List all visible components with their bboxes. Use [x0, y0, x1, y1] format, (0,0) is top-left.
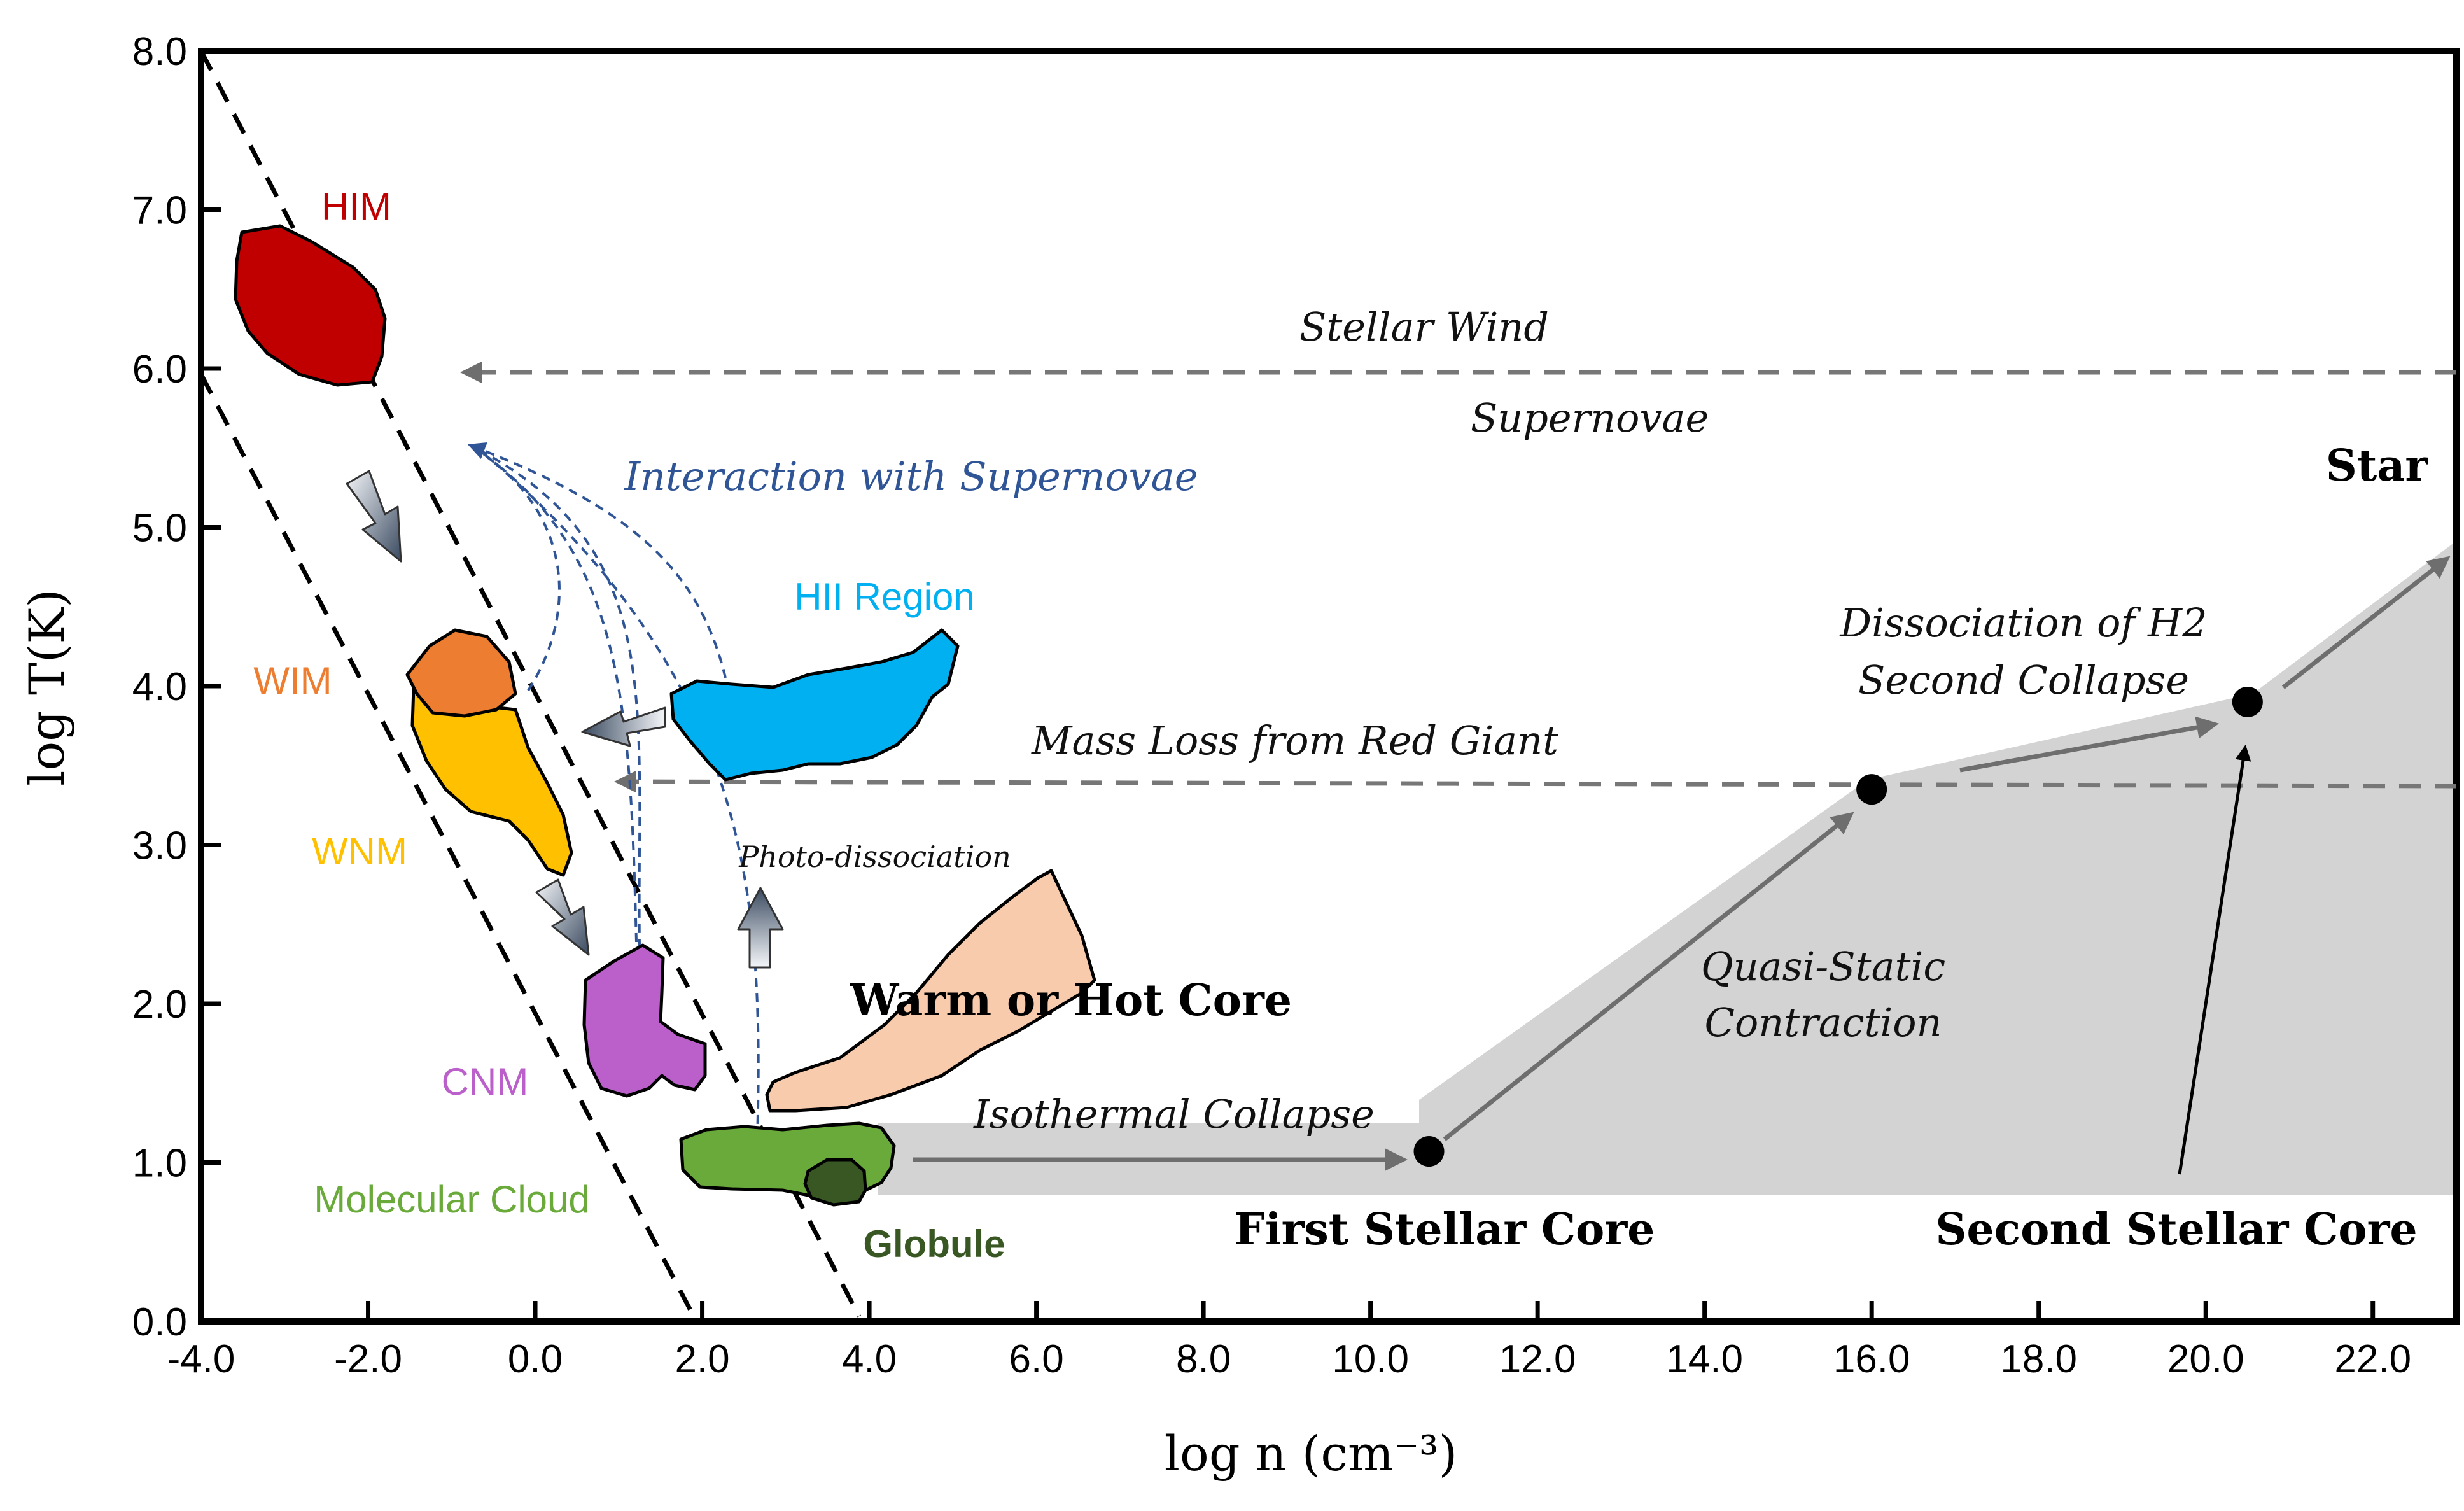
y-tick-label: 7.0 [132, 189, 187, 233]
region-warm-hot-core [765, 869, 1096, 1113]
label-warm-hot-core: Warm or Hot Core [850, 975, 1292, 1026]
region-cnm [582, 943, 707, 1098]
arrow-hii-to-wim [581, 706, 666, 747]
y-tick-label: 3.0 [132, 824, 187, 868]
arrow-quasi-static [1443, 812, 1854, 1141]
supernova-interaction-curves [467, 442, 760, 1140]
y-axis-title: log T(K) [18, 589, 75, 786]
arrow-wnm-to-cnm [535, 878, 590, 956]
evolution-arrows [913, 556, 2451, 1171]
x-tick-label: 8.0 [1176, 1337, 1231, 1381]
x-tick-label: -2.0 [334, 1337, 402, 1381]
arrow-second-core [2178, 745, 2251, 1175]
y-tick-label: 5.0 [132, 507, 187, 551]
x-tick-label: 16.0 [1833, 1337, 1910, 1381]
y-tick-label: 0.0 [132, 1300, 187, 1344]
arrow-to-star [2281, 556, 2451, 689]
x-tick-label: 20.0 [2167, 1337, 2244, 1381]
phase-arrows [346, 470, 784, 969]
label-cnm: CNM [442, 1060, 529, 1103]
regions [234, 224, 1096, 1207]
y-tick-label: 4.0 [132, 665, 187, 709]
region-hii [669, 628, 960, 782]
x-tick-label: 6.0 [1009, 1337, 1063, 1381]
x-tick-label: 22.0 [2334, 1337, 2411, 1381]
annotation-mass-loss: Mass Loss from Red Giant [1031, 717, 1558, 764]
region-wim [405, 628, 517, 718]
annotation-second-collapse: Second Collapse [1858, 657, 2189, 703]
annotation-quasi-static: Quasi-Static [1701, 943, 1945, 990]
label-globule: Globule [863, 1223, 1005, 1265]
evolution-shade [878, 541, 2456, 1195]
region-globule [803, 1158, 867, 1207]
annotation-supernovae: Supernovae [1471, 395, 1709, 441]
stellar-point-2 [1856, 774, 1887, 805]
y-tick-label: 2.0 [132, 983, 187, 1027]
label-wim: WIM [253, 659, 332, 702]
region-him [234, 224, 387, 387]
stellar-point-3 [2232, 686, 2263, 717]
x-tick-label: 2.0 [675, 1337, 729, 1381]
annotation-h2-dissociation: Dissociation of H2 [1839, 600, 2207, 646]
x-tick-label: 0.0 [508, 1337, 563, 1381]
y-tick-label: 1.0 [132, 1142, 187, 1186]
boundary-line-right [199, 50, 862, 1318]
x-tick-label: 18.0 [2000, 1337, 2077, 1381]
axis-ticks: -4.0 -2.0 0.0 2.0 4.0 6.0 8.0 10.0 12.0 14.0 16.0 1… [132, 30, 2411, 1381]
x-tick-label: 10.0 [1332, 1337, 1409, 1381]
label-molecular-cloud: Molecular Cloud [314, 1178, 590, 1221]
region-wnm [410, 685, 573, 877]
x-tick-label: 14.0 [1666, 1337, 1743, 1381]
arrow-h2-dissociation [1959, 716, 2219, 773]
annotation-photo-dissociation: Photo-dissociation [738, 840, 1011, 874]
annotation-contraction: Contraction [1705, 999, 1942, 1046]
annotation-isothermal-collapse: Isothermal Collapse [973, 1091, 1375, 1137]
y-tick-label: 8.0 [132, 30, 187, 74]
x-axis-title: log n (cm⁻³) [1165, 1425, 1458, 1482]
red-giant-line [614, 770, 2457, 793]
y-tick-label: 6.0 [132, 348, 187, 391]
annotation-interaction-supernovae: Interaction with Supernovae [624, 453, 1198, 500]
label-second-stellar-core: Second Stellar Core [1935, 1204, 2417, 1255]
x-tick-label: 12.0 [1499, 1337, 1576, 1381]
label-him: HIM [321, 185, 391, 228]
annotation-stellar-wind: Stellar Wind [1299, 304, 1549, 350]
x-tick-label: -4.0 [167, 1337, 235, 1381]
label-hii-region: HII Region [794, 575, 974, 618]
stellar-points [1413, 686, 2263, 1167]
arrow-him-to-wim [346, 470, 402, 563]
label-wnm: WNM [312, 830, 407, 873]
arrow-photo-dissociation [737, 887, 784, 969]
label-star: Star [2326, 440, 2429, 491]
stellar-point-1 [1413, 1136, 1445, 1167]
x-tick-label: 4.0 [842, 1337, 897, 1381]
label-first-stellar-core: First Stellar Core [1235, 1204, 1655, 1255]
boundary-line-left [199, 373, 696, 1318]
